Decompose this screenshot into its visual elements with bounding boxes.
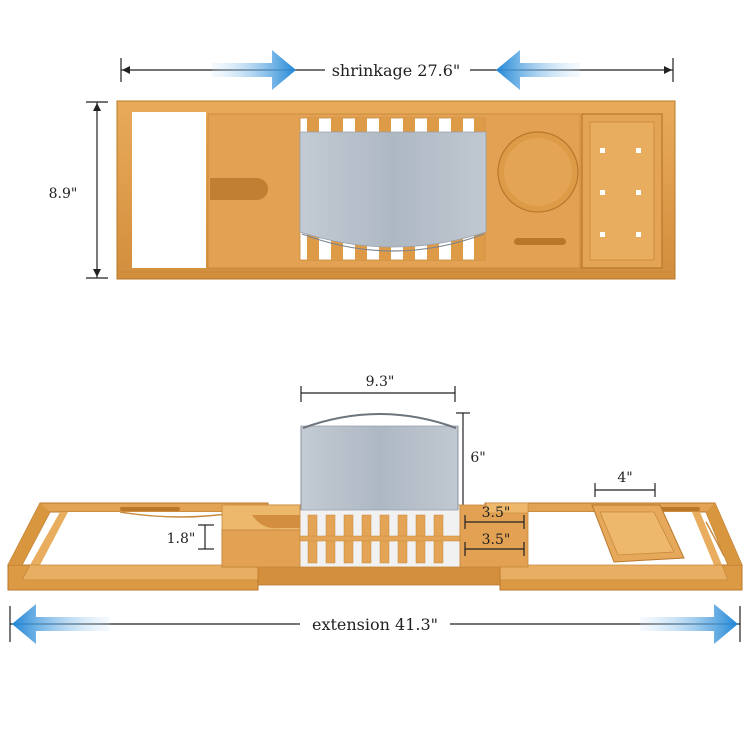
side-tray-width-dimension: 4" [594,470,656,497]
slot-width-label-upper: 3.5" [482,505,511,521]
extension-label: extension 41.3" [312,615,438,634]
slot-width-dimension-upper: 3.5" [464,505,525,529]
center-slats [299,514,461,564]
slot-width-dimension-lower: 3.5" [464,532,525,556]
caddy-extended [7,413,743,591]
bottom-view: 9.3" 6" [7,374,743,644]
side-tray-width-label: 4" [617,470,632,486]
arrow-left-icon [496,50,580,90]
shrinkage-label: shrinkage 27.6" [332,61,461,80]
book-holder-fabric [299,131,487,248]
book-holder-width-label: 9.3" [366,374,395,390]
caddy-top [116,100,676,280]
shrinkage-dimension: shrinkage 27.6" [120,50,674,90]
book-holder-height-dimension: 6" [456,412,486,511]
top-view: shrinkage 27.6" 8.9" [49,50,676,280]
book-holder-fabric-upright [300,425,459,511]
arrow-right-icon [212,50,296,90]
slot-width-label-lower: 3.5" [482,532,511,548]
tray-height-label: 1.8" [167,531,196,547]
arrow-right-icon [640,604,738,644]
extension-dimension: extension 41.3" [9,604,741,644]
arrow-left-icon [12,604,110,644]
depth-dimension: 8.9" [49,101,108,279]
depth-label: 8.9" [49,186,78,202]
book-holder-height-label: 6" [470,450,485,466]
tray-height-dimension: 1.8" [167,524,214,550]
book-holder-width-dimension: 9.3" [300,374,456,402]
